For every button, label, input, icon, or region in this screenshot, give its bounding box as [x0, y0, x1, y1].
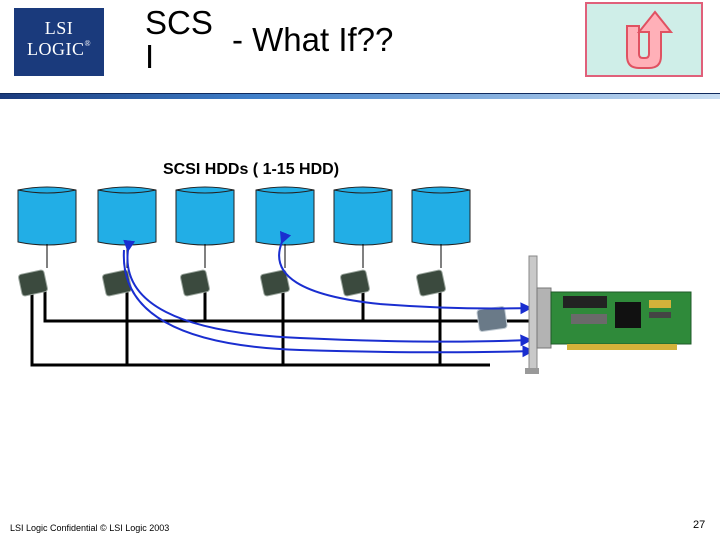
diagram-subtitle: SCSI HDDs ( 1-15 HDD)	[163, 161, 340, 178]
scsi-host-adapter-card	[525, 255, 692, 374]
disk-drive-icon	[255, 186, 315, 246]
scsi-chip-icon	[340, 269, 370, 297]
back-button[interactable]	[585, 2, 703, 77]
disk-drive-icon	[97, 186, 157, 246]
scsi-chip-icon	[102, 269, 132, 297]
logo-text: LSI LOGIC®	[26, 18, 92, 59]
slide-title-suffix: - What If??	[232, 21, 394, 58]
disk-drive-icon	[333, 186, 393, 246]
scsi-chip-icon	[18, 269, 48, 297]
footer-confidential: LSI Logic Confidential © LSI Logic 2003	[10, 523, 170, 533]
scsi-chip-icon	[180, 269, 210, 297]
scsi-chip-icon	[476, 306, 508, 332]
data-flow-arrows	[122, 230, 535, 358]
disk-drive-icon	[17, 186, 77, 246]
u-turn-arrow-icon	[626, 10, 674, 69]
header-bar	[0, 93, 720, 99]
disk-drive-icon	[175, 186, 235, 246]
page-number: 27	[693, 519, 706, 531]
disk-drive-icon	[411, 186, 471, 246]
scsi-chain-diagram	[17, 186, 535, 367]
scsi-chip-icon	[416, 269, 446, 297]
lsi-logic-logo: LSI LOGIC®	[14, 8, 104, 76]
